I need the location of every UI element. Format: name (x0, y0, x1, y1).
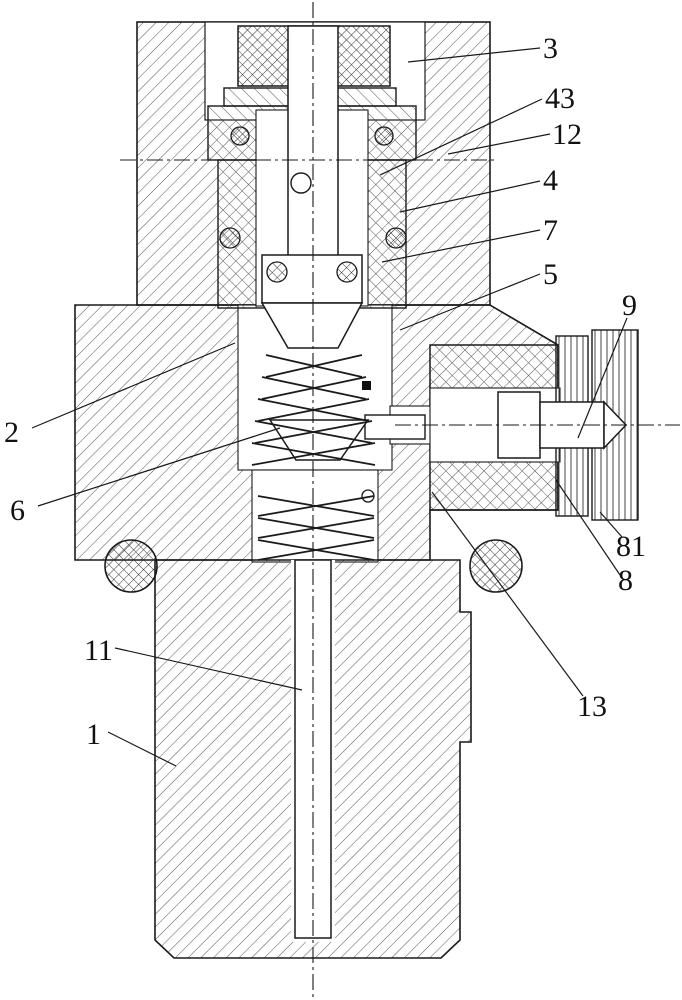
label-9: 9 (622, 289, 637, 322)
label-43: 43 (545, 82, 575, 115)
spring-chamber-lower (251, 469, 379, 563)
seal-ring-lower-left (219, 227, 241, 249)
leader-line-13 (431, 491, 584, 697)
seal-rings (219, 126, 407, 249)
label-11: 11 (84, 634, 113, 667)
leader-line-7 (381, 229, 541, 263)
label-12: 12 (552, 118, 582, 151)
o-ring-right (469, 539, 523, 593)
label-2: 2 (4, 416, 19, 449)
leader-lines (31, 47, 628, 767)
head-pin-right (336, 261, 358, 283)
leader-line-6 (37, 427, 281, 507)
stem-cross-hole (290, 172, 312, 194)
valve-nose-cone (260, 302, 364, 349)
label-1: 1 (86, 718, 101, 751)
label-6: 6 (10, 494, 25, 527)
seal-ring-lower-right (385, 227, 407, 249)
disc-stem (364, 414, 426, 440)
reference-numerals: 3 43 12 4 7 5 9 2 6 81 8 13 11 1 (4, 32, 646, 751)
seal-ring-upper-right (374, 126, 394, 146)
leader-line-8 (555, 479, 621, 576)
leader-line-1 (107, 731, 177, 767)
leader-line-2 (31, 342, 236, 429)
label-8: 8 (618, 564, 633, 597)
leader-line-3 (407, 47, 541, 63)
label-13: 13 (577, 690, 607, 723)
seal-ring-upper-left (230, 126, 250, 146)
centerlines (120, 2, 680, 998)
spring-end-marker (362, 381, 371, 390)
label-7: 7 (543, 214, 558, 247)
label-3: 3 (543, 32, 558, 65)
leader-line-81 (599, 511, 623, 538)
lower-spring (257, 495, 375, 561)
label-4: 4 (543, 164, 558, 197)
leader-line-9 (577, 317, 628, 439)
leader-line-5 (399, 273, 541, 331)
leader-line-43 (379, 98, 543, 176)
o-rings (104, 539, 523, 593)
label-5: 5 (543, 258, 558, 291)
leader-line-11 (114, 647, 303, 691)
leader-line-12 (447, 133, 551, 155)
o-ring-left (104, 539, 158, 593)
leader-line-4 (399, 180, 541, 213)
head-pin-left (266, 261, 288, 283)
label-81: 81 (616, 530, 646, 563)
